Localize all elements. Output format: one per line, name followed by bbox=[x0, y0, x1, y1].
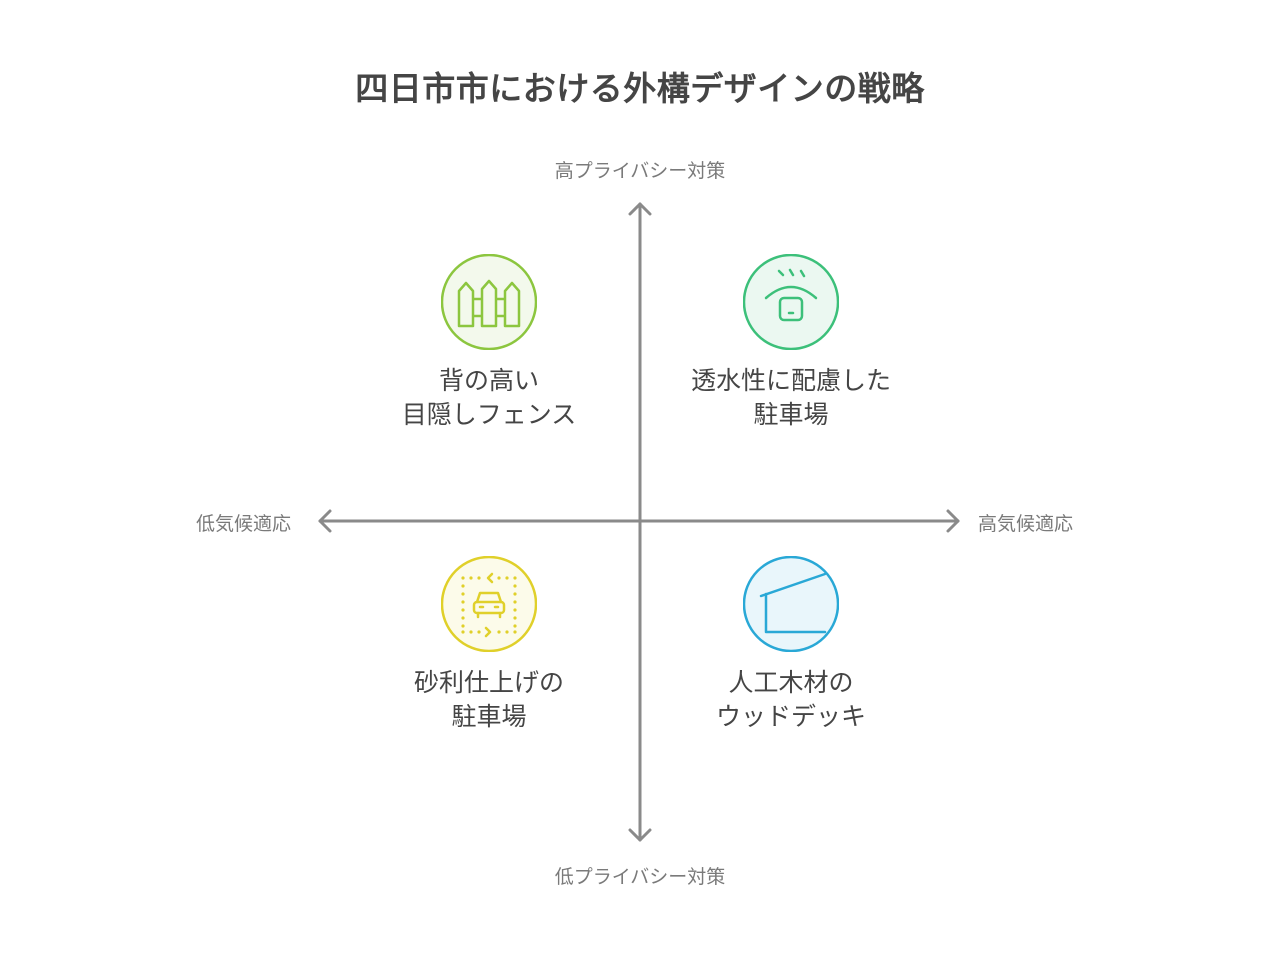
quadrant-item-bottom-left: 砂利仕上げの 駐車場 bbox=[369, 556, 609, 734]
axis-label-bottom: 低プライバシー対策 bbox=[554, 866, 726, 888]
axis-label-right: 高気候適応 bbox=[978, 513, 1074, 535]
fence-icon bbox=[441, 254, 537, 350]
quadrant-item-top-right: 透水性に配慮した 駐車場 bbox=[671, 254, 911, 432]
axis-label-left: 低気候適応 bbox=[196, 513, 292, 535]
car-parking-icon bbox=[441, 556, 537, 652]
quadrant-label: 透水性に配慮した 駐車場 bbox=[690, 366, 891, 429]
arrow-down-icon bbox=[628, 828, 652, 842]
deck-roof-icon bbox=[743, 556, 839, 652]
axis-label-top: 高プライバシー対策 bbox=[554, 160, 726, 182]
quadrant-item-bottom-right: 人工木材の ウッドデッキ bbox=[671, 556, 911, 734]
rain-drainage-icon bbox=[743, 254, 839, 350]
arrow-right-icon bbox=[946, 509, 960, 533]
quadrant-label: 人工木材の ウッドデッキ bbox=[715, 668, 866, 731]
page-title: 四日市市における外構デザインの戦略 bbox=[355, 69, 925, 108]
quadrant-label: 砂利仕上げの 駐車場 bbox=[413, 668, 564, 731]
quadrant-item-top-left: 背の高い 目隠しフェンス bbox=[369, 254, 609, 432]
arrow-left-icon bbox=[318, 509, 332, 533]
arrow-up-icon bbox=[628, 202, 652, 216]
quadrant-label: 背の高い 目隠しフェンス bbox=[401, 366, 577, 429]
